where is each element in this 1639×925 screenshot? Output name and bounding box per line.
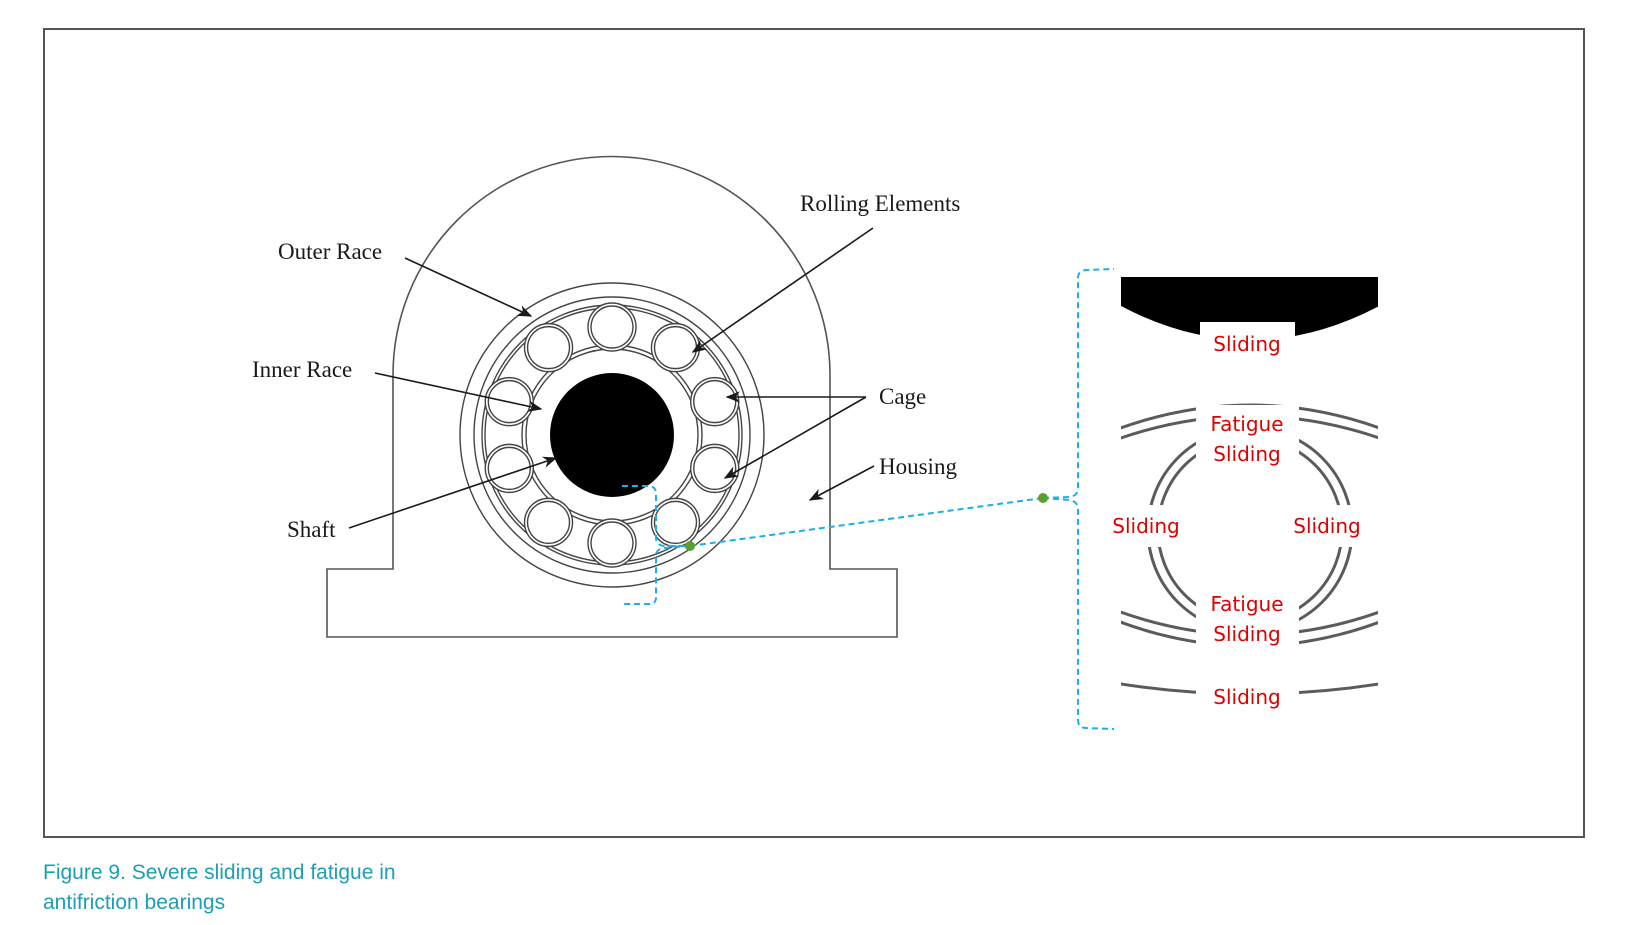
rolling-element [690, 443, 740, 494]
outer-race-label: Outer Race [278, 239, 382, 264]
outer-race-inner [473, 296, 751, 574]
annotation-lower-sliding: Sliding [1213, 622, 1280, 646]
rolling-element [523, 497, 574, 548]
leader-arrows [348, 227, 875, 529]
inner-race-arrow [374, 372, 543, 412]
figure-caption: Figure 9. Severe sliding and fatigue in … [43, 858, 396, 918]
outer-race-arrow [404, 257, 533, 317]
callout [622, 268, 1115, 730]
annotation-upper-fatigue: Fatigue [1211, 412, 1284, 436]
rolling-elements-label: Rolling Elements [800, 191, 960, 216]
bearing [459, 282, 765, 588]
inner-race-label: Inner Race [252, 357, 352, 382]
rolling-elements [484, 302, 740, 568]
annotation-bottom-sliding: Sliding [1213, 685, 1280, 709]
cage-label: Cage [879, 384, 926, 409]
housing [326, 155, 898, 638]
rolling-element [484, 443, 534, 494]
annotation-lower-fatigue: Fatigue [1211, 592, 1284, 616]
rolling-element [587, 302, 637, 352]
detail-bracket [1042, 268, 1115, 730]
annotation-left-sliding: Sliding [1112, 514, 1179, 538]
caption-line-1: Figure 9. Severe sliding and fatigue in [43, 861, 396, 884]
rolling-element-inner [590, 521, 634, 565]
housing-arrow [808, 465, 875, 501]
annotation-upper-sliding: Sliding [1213, 442, 1280, 466]
rolling-element [523, 322, 574, 373]
rolling-element-inner [526, 325, 571, 370]
rolling-element [587, 518, 637, 568]
rolling-elements-arrow [691, 227, 874, 353]
caption-line-2: antifriction bearings [43, 891, 226, 914]
rolling-element [690, 376, 740, 427]
detail-marker-dot [1038, 493, 1048, 503]
source-bracket [622, 485, 691, 605]
shaft-arrow [348, 456, 558, 529]
annotation-right-sliding: Sliding [1293, 514, 1360, 538]
shaft [550, 373, 674, 497]
detail-shaft-edge [1121, 277, 1378, 340]
housing-label: Housing [879, 454, 957, 479]
source-marker-dot [685, 541, 695, 551]
rolling-element [650, 322, 701, 373]
detail-view [1121, 277, 1378, 707]
cage-arrow-lower [723, 396, 867, 479]
outer-race-outer [459, 282, 765, 588]
rolling-element-inner [590, 305, 634, 349]
rolling-element-inner [653, 500, 698, 545]
annotation-top-sliding: Sliding [1213, 332, 1280, 356]
callout-line [689, 497, 1044, 547]
rolling-element [650, 497, 701, 548]
rolling-element-inner [487, 446, 531, 491]
rolling-element-inner [526, 500, 571, 545]
shaft-label: Shaft [287, 517, 336, 542]
